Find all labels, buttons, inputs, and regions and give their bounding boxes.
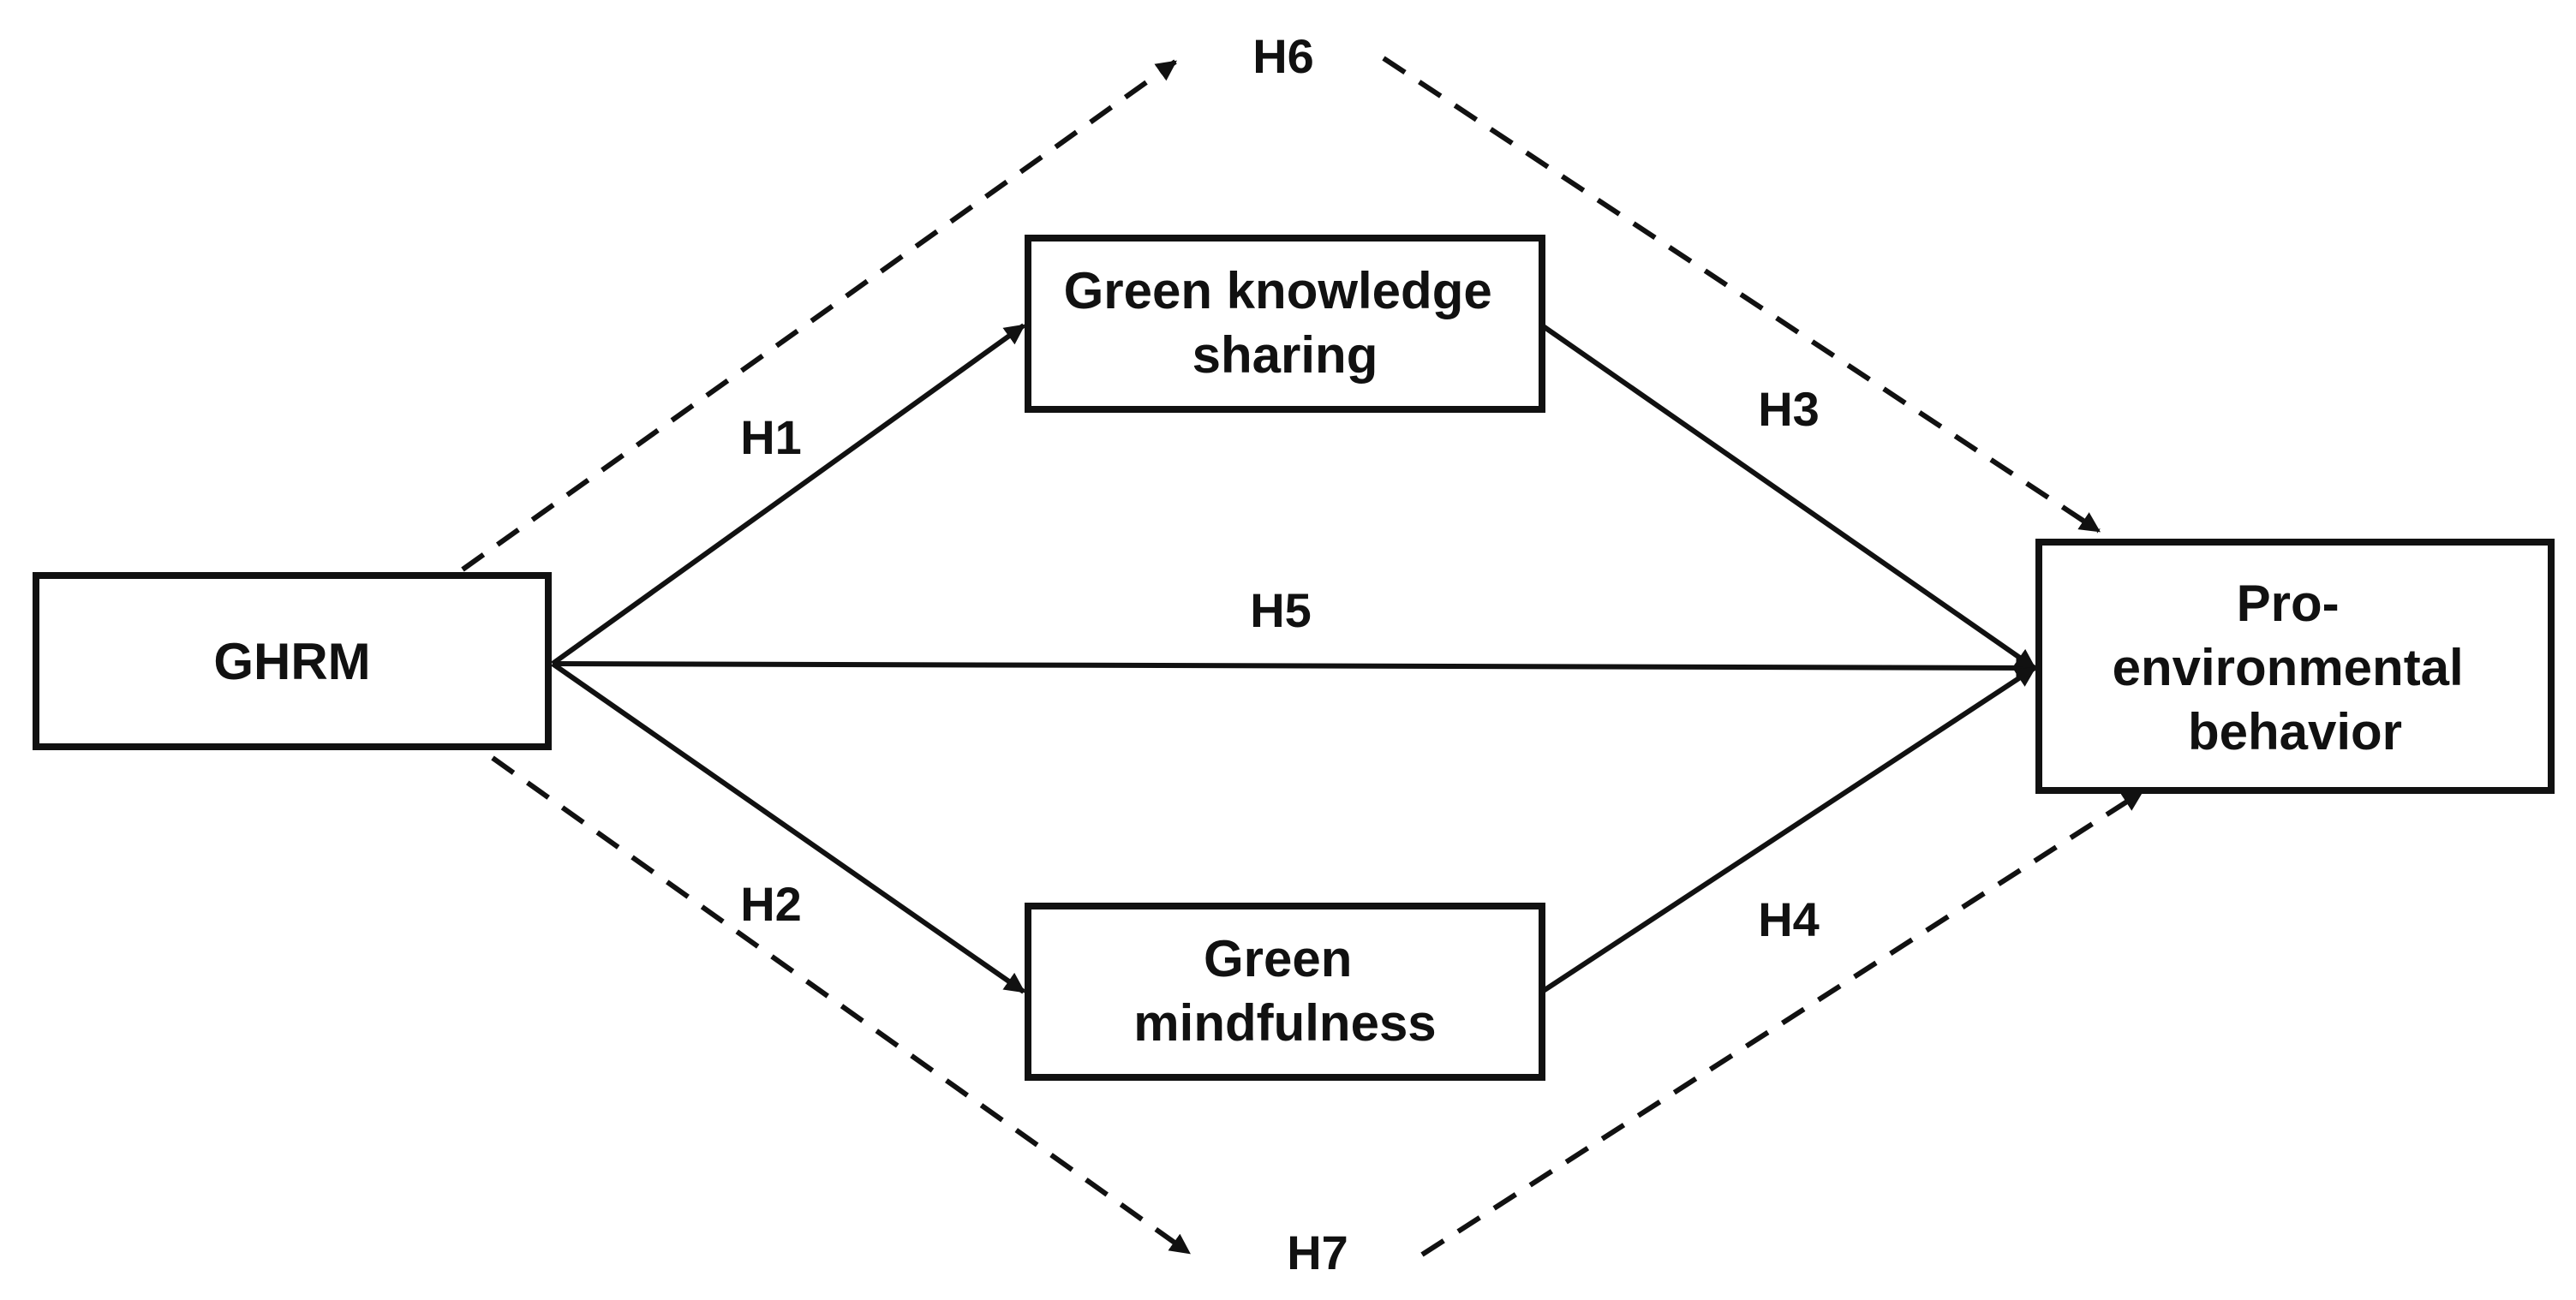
edge-h2-ghrm-to-mindfulness — [551, 661, 1025, 994]
edge-h4-mindfulness-to-behavior — [1540, 665, 2037, 994]
node-pro-environmental-behavior: Pro- environmental behavior — [2035, 539, 2555, 794]
node-pro-environmental-behavior-line-2: environmental — [2113, 639, 2464, 696]
svg-text:Pro- environmental: Pro- environmental behavior — [2113, 575, 2478, 760]
label-h4: H4 — [1758, 892, 1820, 946]
svg-text:GHRM: GHRM — [213, 633, 370, 690]
edge-h7-to-behavior-dashed — [1420, 790, 2144, 1257]
node-green-knowledge-sharing-line-2: sharing — [1192, 326, 1378, 384]
node-ghrm-label: GHRM — [213, 633, 370, 690]
svg-text:Green mindfulness: Green mindfulness — [1133, 930, 1436, 1052]
label-h3: H3 — [1758, 382, 1820, 436]
edge-h6-ghrm-to-h6-dashed — [461, 59, 1177, 572]
edge-h5-ghrm-to-behavior — [552, 657, 2037, 678]
node-green-mindfulness-line-2: mindfulness — [1133, 994, 1436, 1052]
edge-h7-ghrm-to-h7-dashed — [491, 755, 1191, 1255]
node-pro-environmental-behavior-line-1: Pro- — [2237, 575, 2340, 632]
label-h2: H2 — [740, 877, 802, 931]
edge-h3-knowledge-sharing-to-behavior — [1540, 323, 2036, 671]
label-h5: H5 — [1250, 583, 1312, 637]
svg-text:Green knowledge sharing: Green knowledge sharing — [1064, 262, 1507, 384]
node-green-mindfulness-line-1: Green — [1204, 930, 1352, 987]
edge-h1-ghrm-to-knowledge-sharing — [551, 323, 1025, 666]
node-ghrm: GHRM — [33, 572, 552, 750]
edge-h6-to-behavior-dashed — [1382, 56, 2101, 534]
node-green-mindfulness: Green mindfulness — [1025, 903, 1545, 1081]
label-h7: H7 — [1287, 1225, 1348, 1279]
label-h1: H1 — [740, 410, 802, 464]
node-pro-environmental-behavior-line-3: behavior — [2188, 703, 2402, 760]
node-green-knowledge-sharing-line-1: Green knowledge — [1064, 262, 1492, 319]
node-green-knowledge-sharing: Green knowledge sharing — [1025, 235, 1545, 413]
label-h6: H6 — [1252, 29, 1314, 83]
